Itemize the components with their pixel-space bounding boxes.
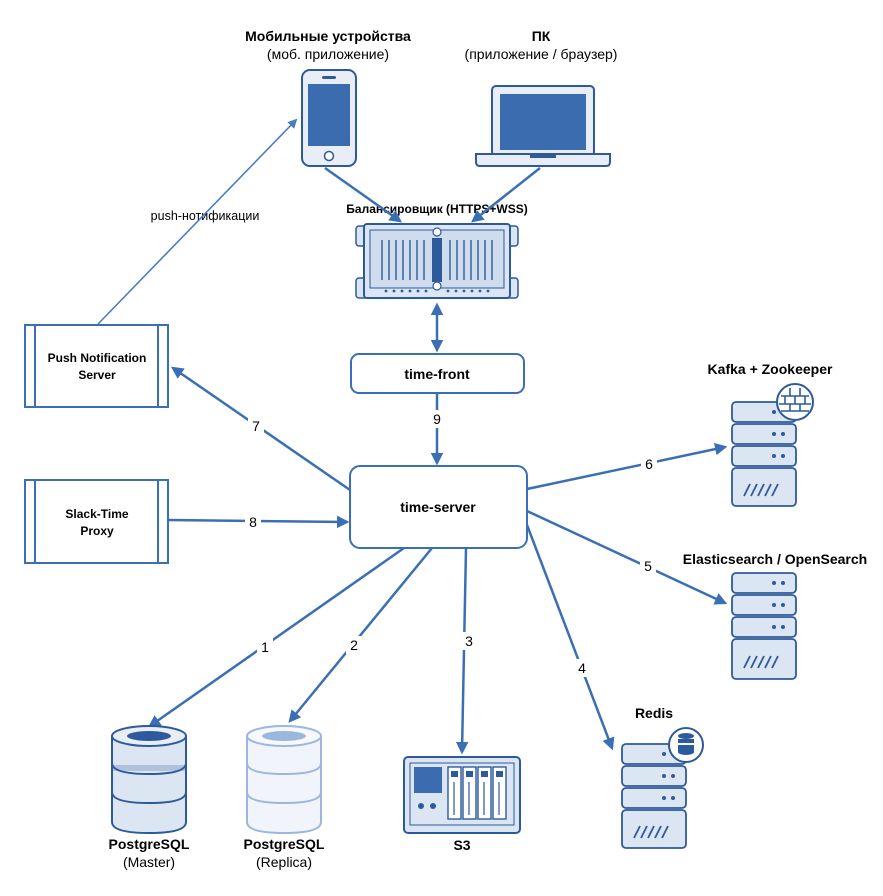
push-server-line2: Server bbox=[78, 368, 116, 382]
pc-to-balancer-arrow bbox=[471, 167, 541, 223]
mobile-phone-icon bbox=[301, 69, 357, 167]
postgres-master-database-icon bbox=[111, 725, 187, 835]
edge-6-arrow bbox=[526, 442, 728, 491]
edge-1-label: 1 bbox=[261, 639, 269, 655]
edge-5-arrow bbox=[526, 509, 728, 605]
mobile-subtitle: (моб. приложение) bbox=[267, 46, 389, 62]
laptop-icon bbox=[475, 85, 611, 167]
pg-master-title: PostgreSQL bbox=[109, 836, 190, 852]
mobile-to-balancer-arrow bbox=[324, 166, 403, 223]
slack-proxy-line2: Proxy bbox=[80, 524, 114, 538]
load-balancer-icon bbox=[355, 223, 519, 299]
elasticsearch-server-icon bbox=[731, 572, 797, 680]
kafka-label: Kafka + Zookeeper bbox=[708, 361, 833, 377]
edge-7-label: 7 bbox=[252, 418, 260, 434]
elastic-label: Elasticsearch / OpenSearch bbox=[683, 551, 867, 567]
slack-time-proxy-box: Slack-Time Proxy bbox=[24, 479, 169, 564]
edge-8-label: 8 bbox=[249, 514, 257, 530]
edge-5-label: 5 bbox=[644, 558, 652, 574]
edge-4-label: 4 bbox=[578, 660, 586, 676]
time-front-node: time-front bbox=[350, 353, 525, 394]
pg-master-subtitle: (Master) bbox=[123, 854, 175, 870]
redis-label: Redis bbox=[635, 705, 673, 721]
slack-proxy-line1: Slack-Time bbox=[65, 507, 128, 521]
time-server-label: time-server bbox=[400, 499, 476, 515]
edge-9-label: 9 bbox=[433, 411, 441, 427]
time-front-label: time-front bbox=[404, 366, 470, 382]
push-edge-label: push-нотификации bbox=[151, 209, 260, 223]
s3-storage-icon bbox=[403, 756, 521, 834]
pc-subtitle: (приложение / браузер) bbox=[465, 46, 618, 62]
pg-replica-subtitle: (Replica) bbox=[256, 854, 312, 870]
postgres-replica-database-icon bbox=[246, 725, 322, 835]
edge-2-arrow bbox=[288, 547, 433, 723]
edge-1-arrow bbox=[147, 546, 405, 728]
edge-3-label: 3 bbox=[465, 633, 473, 649]
edge-2-label: 2 bbox=[350, 637, 358, 653]
time-server-node: time-server bbox=[349, 465, 528, 549]
kafka-server-icon bbox=[731, 383, 814, 507]
push-server-line1: Push Notification bbox=[48, 351, 147, 365]
balancer-title: Балансировщик (HTTPS+WSS) bbox=[346, 202, 527, 216]
pg-replica-title: PostgreSQL bbox=[244, 836, 325, 852]
push-notification-server-box: Push Notification Server bbox=[24, 324, 169, 408]
s3-label: S3 bbox=[453, 837, 470, 853]
redis-server-icon bbox=[621, 727, 704, 849]
edge-6-label: 6 bbox=[645, 456, 653, 472]
pc-title: ПК bbox=[532, 28, 551, 44]
edge-4-arrow bbox=[525, 524, 615, 751]
push-to-mobile-arrow bbox=[97, 118, 298, 325]
mobile-title: Мобильные устройства bbox=[245, 28, 411, 44]
